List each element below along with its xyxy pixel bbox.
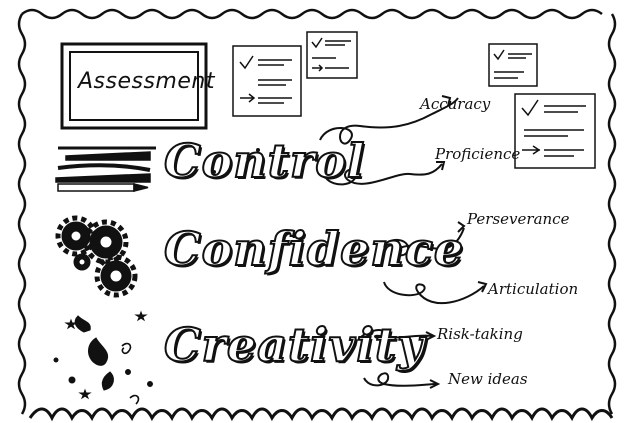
word-dots xyxy=(178,143,302,174)
assessment-frame xyxy=(60,42,208,130)
splash-icon xyxy=(53,310,153,405)
branch-label-articulation: Articulation xyxy=(488,280,579,298)
bottom-scribble xyxy=(28,407,614,422)
checklist-icon xyxy=(232,31,596,169)
theme-word-creativity: Creativity xyxy=(163,317,425,373)
branch-label-proficience: Proficience xyxy=(435,145,521,163)
wavy-border xyxy=(17,8,617,415)
branch-arrows xyxy=(319,95,488,389)
branch-label-new-ideas: New ideas xyxy=(448,370,528,388)
gears-icon xyxy=(55,215,138,298)
pencils-icon xyxy=(55,146,156,192)
theme-word-confidence: Confidence xyxy=(163,221,465,277)
theme-word-control: Control xyxy=(163,133,366,189)
branch-label-perseverance: Perseverance xyxy=(467,210,570,228)
assessment-label: Assessment xyxy=(78,69,215,94)
branch-label-risk-taking: Risk-taking xyxy=(437,325,523,343)
branch-label-accuracy: Accuracy xyxy=(420,95,491,113)
